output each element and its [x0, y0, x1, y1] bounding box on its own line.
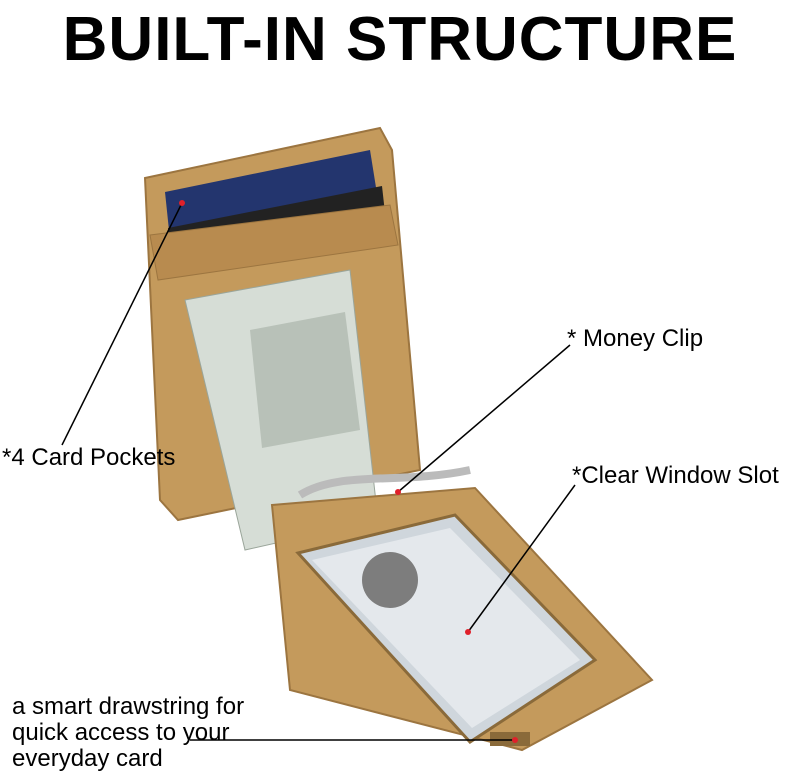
id-photo [362, 552, 418, 608]
leader-lines [61, 202, 576, 741]
card-pocket [149, 204, 399, 281]
money-clip-label: * Money Clip [567, 325, 704, 352]
drawstring-line-1: a smart drawstring for [12, 693, 245, 720]
drawstring-line-2: quick access to your [12, 719, 230, 746]
banknote-portrait [250, 312, 360, 448]
drawstring-label: a smart drawstring for quick access to y… [12, 694, 244, 772]
card-pockets-label: *4 Card Pockets [2, 444, 176, 471]
card-blue [165, 150, 378, 240]
drawstring-tab [490, 732, 530, 746]
drawstring-line-3: everyday card [12, 745, 163, 772]
clear-window-label: *Clear Window Slot [572, 462, 779, 489]
money-clip [297, 466, 471, 499]
page-title: BUILT-IN STRUCTURE [62, 5, 738, 74]
marker-dots [179, 200, 518, 743]
